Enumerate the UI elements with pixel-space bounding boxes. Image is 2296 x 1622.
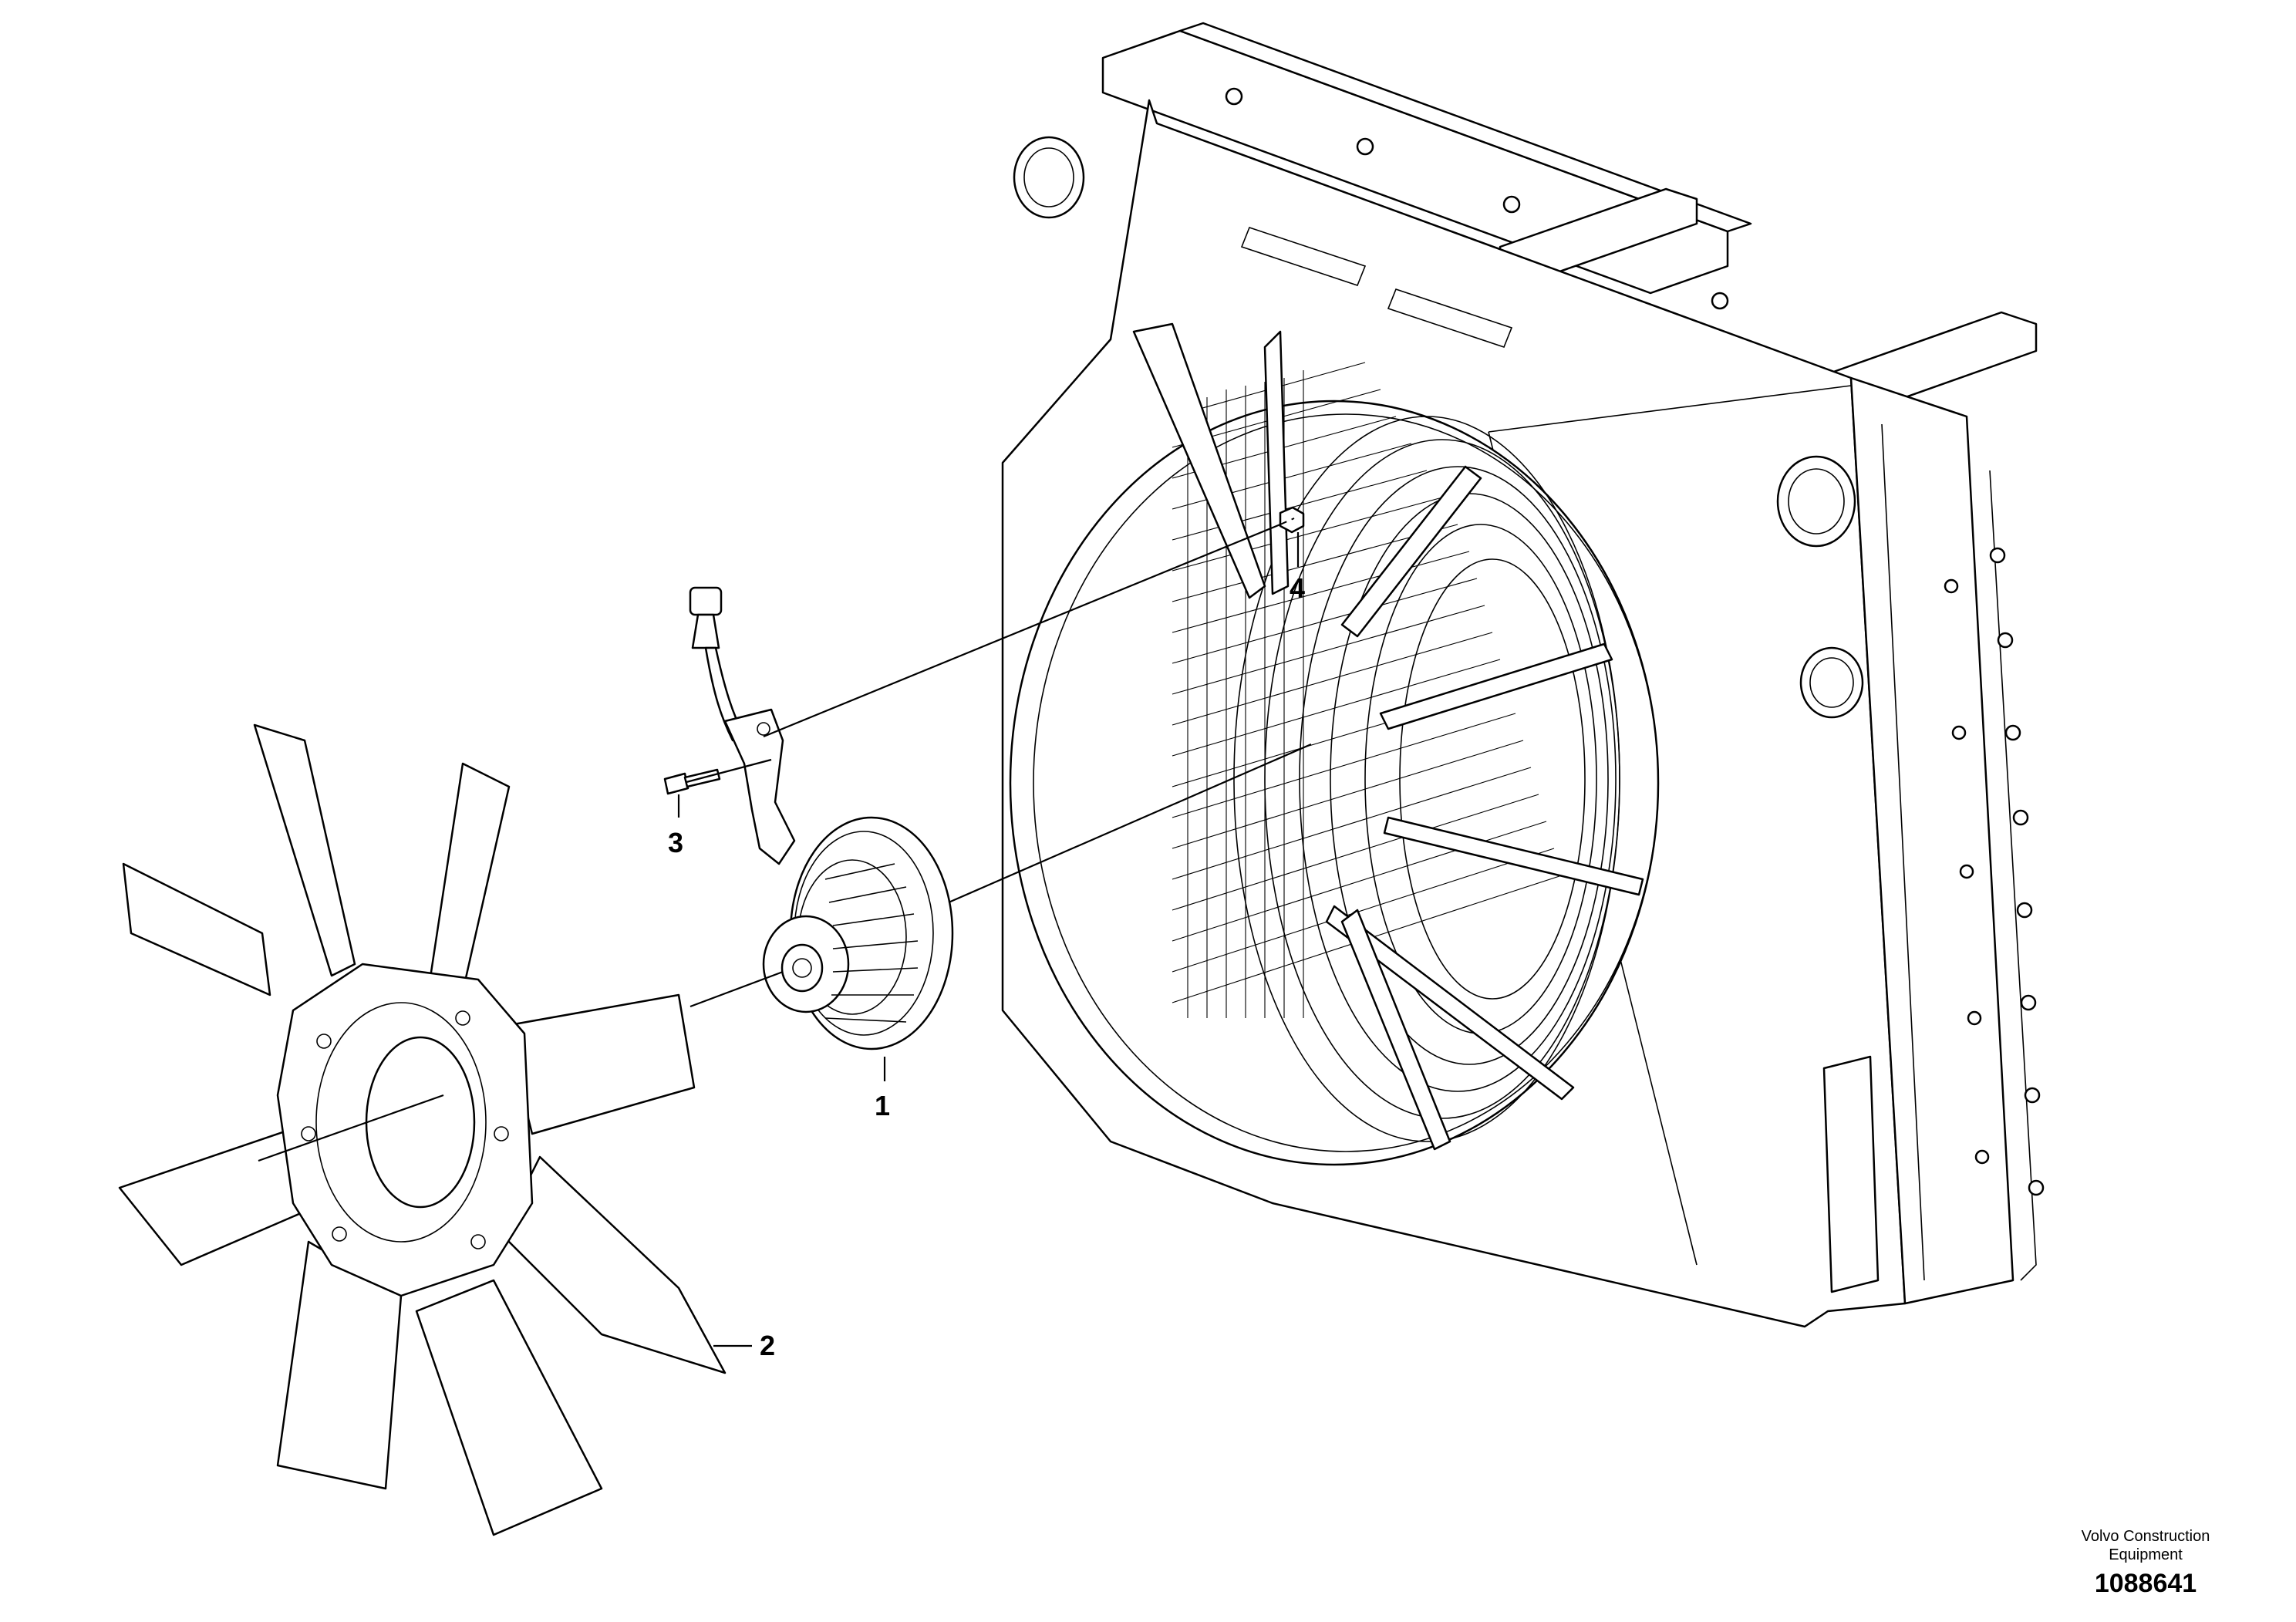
fan-blades xyxy=(118,723,727,1536)
bolt-part-3 xyxy=(663,768,721,795)
fan-hub xyxy=(276,963,534,1297)
brand-label: Volvo Construction Equipment xyxy=(2081,1528,2210,1563)
callout-1: 1 xyxy=(875,1090,890,1121)
fan-guard xyxy=(1132,322,1644,1151)
speed-sensor xyxy=(689,586,796,865)
radiator-assembly xyxy=(1001,22,2045,1328)
callout-2: 2 xyxy=(760,1330,775,1361)
document-footer: Volvo Construction Equipment 1088641 xyxy=(2068,1527,2223,1599)
assembly-lines xyxy=(258,518,1312,1162)
fan-clutch xyxy=(762,816,954,1050)
document-number: 1088641 xyxy=(2094,1569,2197,1598)
bolt-icons xyxy=(1225,87,2045,1196)
callout-4: 4 xyxy=(1290,572,1305,604)
callout-3: 3 xyxy=(668,827,683,858)
callout-leaders xyxy=(677,532,1300,1347)
